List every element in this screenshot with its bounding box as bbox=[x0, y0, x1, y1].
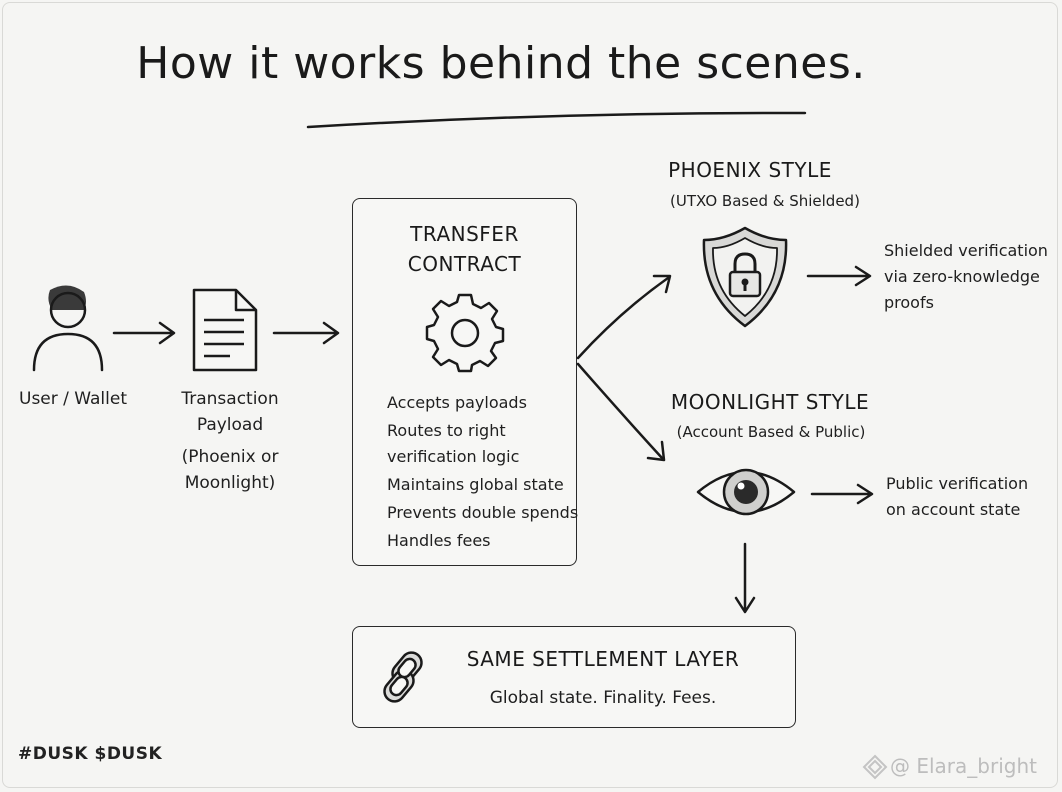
gear-icon bbox=[425, 293, 504, 373]
moonlight-heading: MOONLIGHT STYLE bbox=[670, 390, 870, 414]
contract-responsibilities: Accepts payloads Routes to right verific… bbox=[387, 389, 579, 555]
watermark: @ Elara_bright bbox=[890, 754, 1037, 778]
moonlight-subtitle: (Account Based & Public) bbox=[676, 423, 866, 441]
contract-item: Prevents double spends bbox=[387, 503, 579, 522]
payload-line: (Phoenix or bbox=[181, 447, 279, 467]
contract-item: Maintains global state bbox=[387, 475, 564, 494]
phoenix-outcome-line: via zero-knowledge bbox=[884, 267, 1040, 286]
settlement-layer-box: SAME SETTLEMENT LAYER Global state. Fina… bbox=[352, 626, 796, 728]
phoenix-outcome: Shielded verification via zero-knowledge… bbox=[884, 238, 1060, 316]
title-underline bbox=[306, 111, 807, 129]
hashtags: #DUSK $DUSK bbox=[18, 744, 163, 764]
eye-icon bbox=[696, 468, 796, 516]
contract-item: Handles fees bbox=[387, 531, 491, 550]
diamond-logo-icon bbox=[862, 754, 888, 780]
contract-heading-line: CONTRACT bbox=[407, 252, 522, 276]
document-icon bbox=[192, 288, 258, 372]
settlement-subtitle: Global state. Finality. Fees. bbox=[489, 688, 717, 708]
branch-arrows bbox=[576, 274, 672, 462]
payload-line: Transaction bbox=[181, 389, 279, 409]
payload-line: Payload bbox=[196, 415, 264, 435]
chain-link-icon bbox=[383, 651, 423, 703]
phoenix-subtitle: (UTXO Based & Shielded) bbox=[670, 192, 860, 210]
arrow-payload-to-contract bbox=[272, 321, 340, 345]
user-icon bbox=[32, 285, 104, 372]
moonlight-outcome-line: on account state bbox=[886, 500, 1021, 519]
contract-item: Accepts payloads bbox=[387, 393, 527, 412]
phoenix-outcome-line: Shielded verification bbox=[884, 241, 1048, 260]
payload-line: Moonlight) bbox=[184, 473, 276, 493]
phoenix-outcome-line: proofs bbox=[884, 293, 934, 312]
arrow-phoenix-outcome bbox=[806, 265, 872, 287]
transfer-contract-box: TRANSFER CONTRACT Accepts payloads Route… bbox=[352, 198, 579, 566]
contract-heading: TRANSFER CONTRACT bbox=[353, 219, 576, 279]
settlement-heading: SAME SETTLEMENT LAYER bbox=[466, 647, 740, 671]
arrow-user-to-payload bbox=[112, 321, 176, 345]
transaction-payload-label: Transaction Payload (Phoenix or Moonligh… bbox=[160, 386, 300, 496]
phoenix-heading: PHOENIX STYLE bbox=[668, 158, 832, 182]
arrow-moonlight-outcome bbox=[810, 483, 874, 505]
contract-heading-line: TRANSFER bbox=[410, 222, 519, 246]
moonlight-outcome-line: Public verification bbox=[886, 474, 1029, 493]
contract-item: verification logic bbox=[387, 447, 520, 466]
contract-item: Routes to right bbox=[387, 421, 506, 440]
moonlight-outcome: Public verification on account state bbox=[886, 471, 1056, 523]
user-wallet-label: User / Wallet bbox=[19, 389, 127, 409]
shield-lock-icon bbox=[702, 226, 788, 328]
page-title: How it works behind the scenes. bbox=[136, 38, 866, 89]
arrow-to-settlement bbox=[734, 542, 756, 614]
